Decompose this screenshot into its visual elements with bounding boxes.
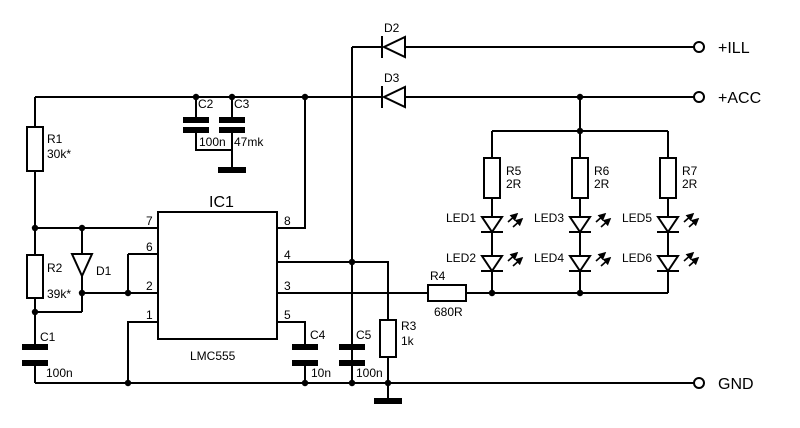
svg-text:R2: R2 xyxy=(47,261,63,275)
svg-text:2R: 2R xyxy=(594,177,610,191)
pin-6-label: 6 xyxy=(146,240,153,254)
svg-text:GND: GND xyxy=(718,376,754,393)
svg-text:1k: 1k xyxy=(401,334,415,348)
svg-text:D1: D1 xyxy=(96,264,112,278)
svg-text:2R: 2R xyxy=(506,177,522,191)
junction-dots xyxy=(31,93,584,387)
ic1-ref: IC1 xyxy=(209,194,234,211)
led-2: LED2 xyxy=(446,251,524,273)
svg-text:R5: R5 xyxy=(506,164,522,178)
diode-d2: D2 xyxy=(381,21,406,59)
led-3: LED3 xyxy=(534,211,612,234)
capacitor-c2: C2 100n xyxy=(183,97,226,149)
diode-d1: D1 xyxy=(70,253,112,279)
pin-1-label: 1 xyxy=(146,308,153,322)
ic1-part: LMC555 xyxy=(190,349,236,363)
svg-text:R4: R4 xyxy=(430,269,446,283)
capacitor-c3: C3 47mk xyxy=(219,97,264,149)
svg-text:100n: 100n xyxy=(46,366,73,380)
pin-2-label: 2 xyxy=(146,279,153,293)
svg-text:R3: R3 xyxy=(401,319,417,333)
ic1-timer: IC1 LMC555 7 6 2 1 8 4 3 5 xyxy=(146,194,291,363)
resistor-r4: R4 680R xyxy=(427,269,467,319)
terminal-acc: +ACC xyxy=(693,90,761,107)
svg-text:100n: 100n xyxy=(356,366,383,380)
terminal-gnd: GND xyxy=(693,376,754,393)
svg-text:C1: C1 xyxy=(40,330,56,344)
svg-text:LED5: LED5 xyxy=(622,211,652,225)
capacitor-c1: C1 100n xyxy=(22,330,73,380)
led-5: LED5 xyxy=(622,211,700,234)
svg-text:R7: R7 xyxy=(682,164,698,178)
pin-3-label: 3 xyxy=(284,279,291,293)
svg-text:680R: 680R xyxy=(434,305,463,319)
svg-text:LED3: LED3 xyxy=(534,211,564,225)
svg-text:100n: 100n xyxy=(199,135,226,149)
svg-text:39k*: 39k* xyxy=(47,287,71,301)
svg-text:+ACC: +ACC xyxy=(718,90,761,107)
capacitor-c4: C4 10n xyxy=(292,328,331,380)
pin-8-label: 8 xyxy=(284,214,291,228)
svg-text:LED4: LED4 xyxy=(534,251,564,265)
svg-text:LED2: LED2 xyxy=(446,251,476,265)
pin-4-label: 4 xyxy=(284,248,291,262)
svg-text:47mk: 47mk xyxy=(234,135,264,149)
svg-text:D3: D3 xyxy=(384,71,400,85)
led-4: LED4 xyxy=(534,251,612,273)
ground-symbols xyxy=(218,167,402,404)
svg-text:C4: C4 xyxy=(310,328,326,342)
svg-text:R1: R1 xyxy=(47,132,63,146)
pin-5-label: 5 xyxy=(284,308,291,322)
led-6: LED6 xyxy=(622,251,700,273)
resistor-r2: R2 39k* xyxy=(26,254,71,301)
terminal-ill: +ILL xyxy=(693,40,750,57)
svg-text:C5: C5 xyxy=(356,328,372,342)
svg-text:10n: 10n xyxy=(311,366,331,380)
led-1: LED1 xyxy=(446,211,524,234)
diode-d3: D3 xyxy=(381,71,406,109)
pin-7-label: 7 xyxy=(146,214,153,228)
svg-text:D2: D2 xyxy=(384,21,400,35)
svg-text:C2: C2 xyxy=(198,97,214,111)
svg-text:R6: R6 xyxy=(594,164,610,178)
resistor-r3: R3 1k xyxy=(379,319,417,358)
svg-text:+ILL: +ILL xyxy=(718,40,750,57)
resistor-r5: R5 2R xyxy=(483,157,522,199)
resistor-r7: R7 2R xyxy=(659,157,698,199)
resistor-r6: R6 2R xyxy=(571,157,610,199)
svg-text:2R: 2R xyxy=(682,177,698,191)
capacitor-c5: C5 100n xyxy=(339,328,383,380)
svg-text:30k*: 30k* xyxy=(47,147,71,161)
resistor-r1: R1 30k* xyxy=(26,126,71,172)
svg-text:LED1: LED1 xyxy=(446,211,476,225)
svg-text:C3: C3 xyxy=(234,97,250,111)
svg-text:LED6: LED6 xyxy=(622,251,652,265)
